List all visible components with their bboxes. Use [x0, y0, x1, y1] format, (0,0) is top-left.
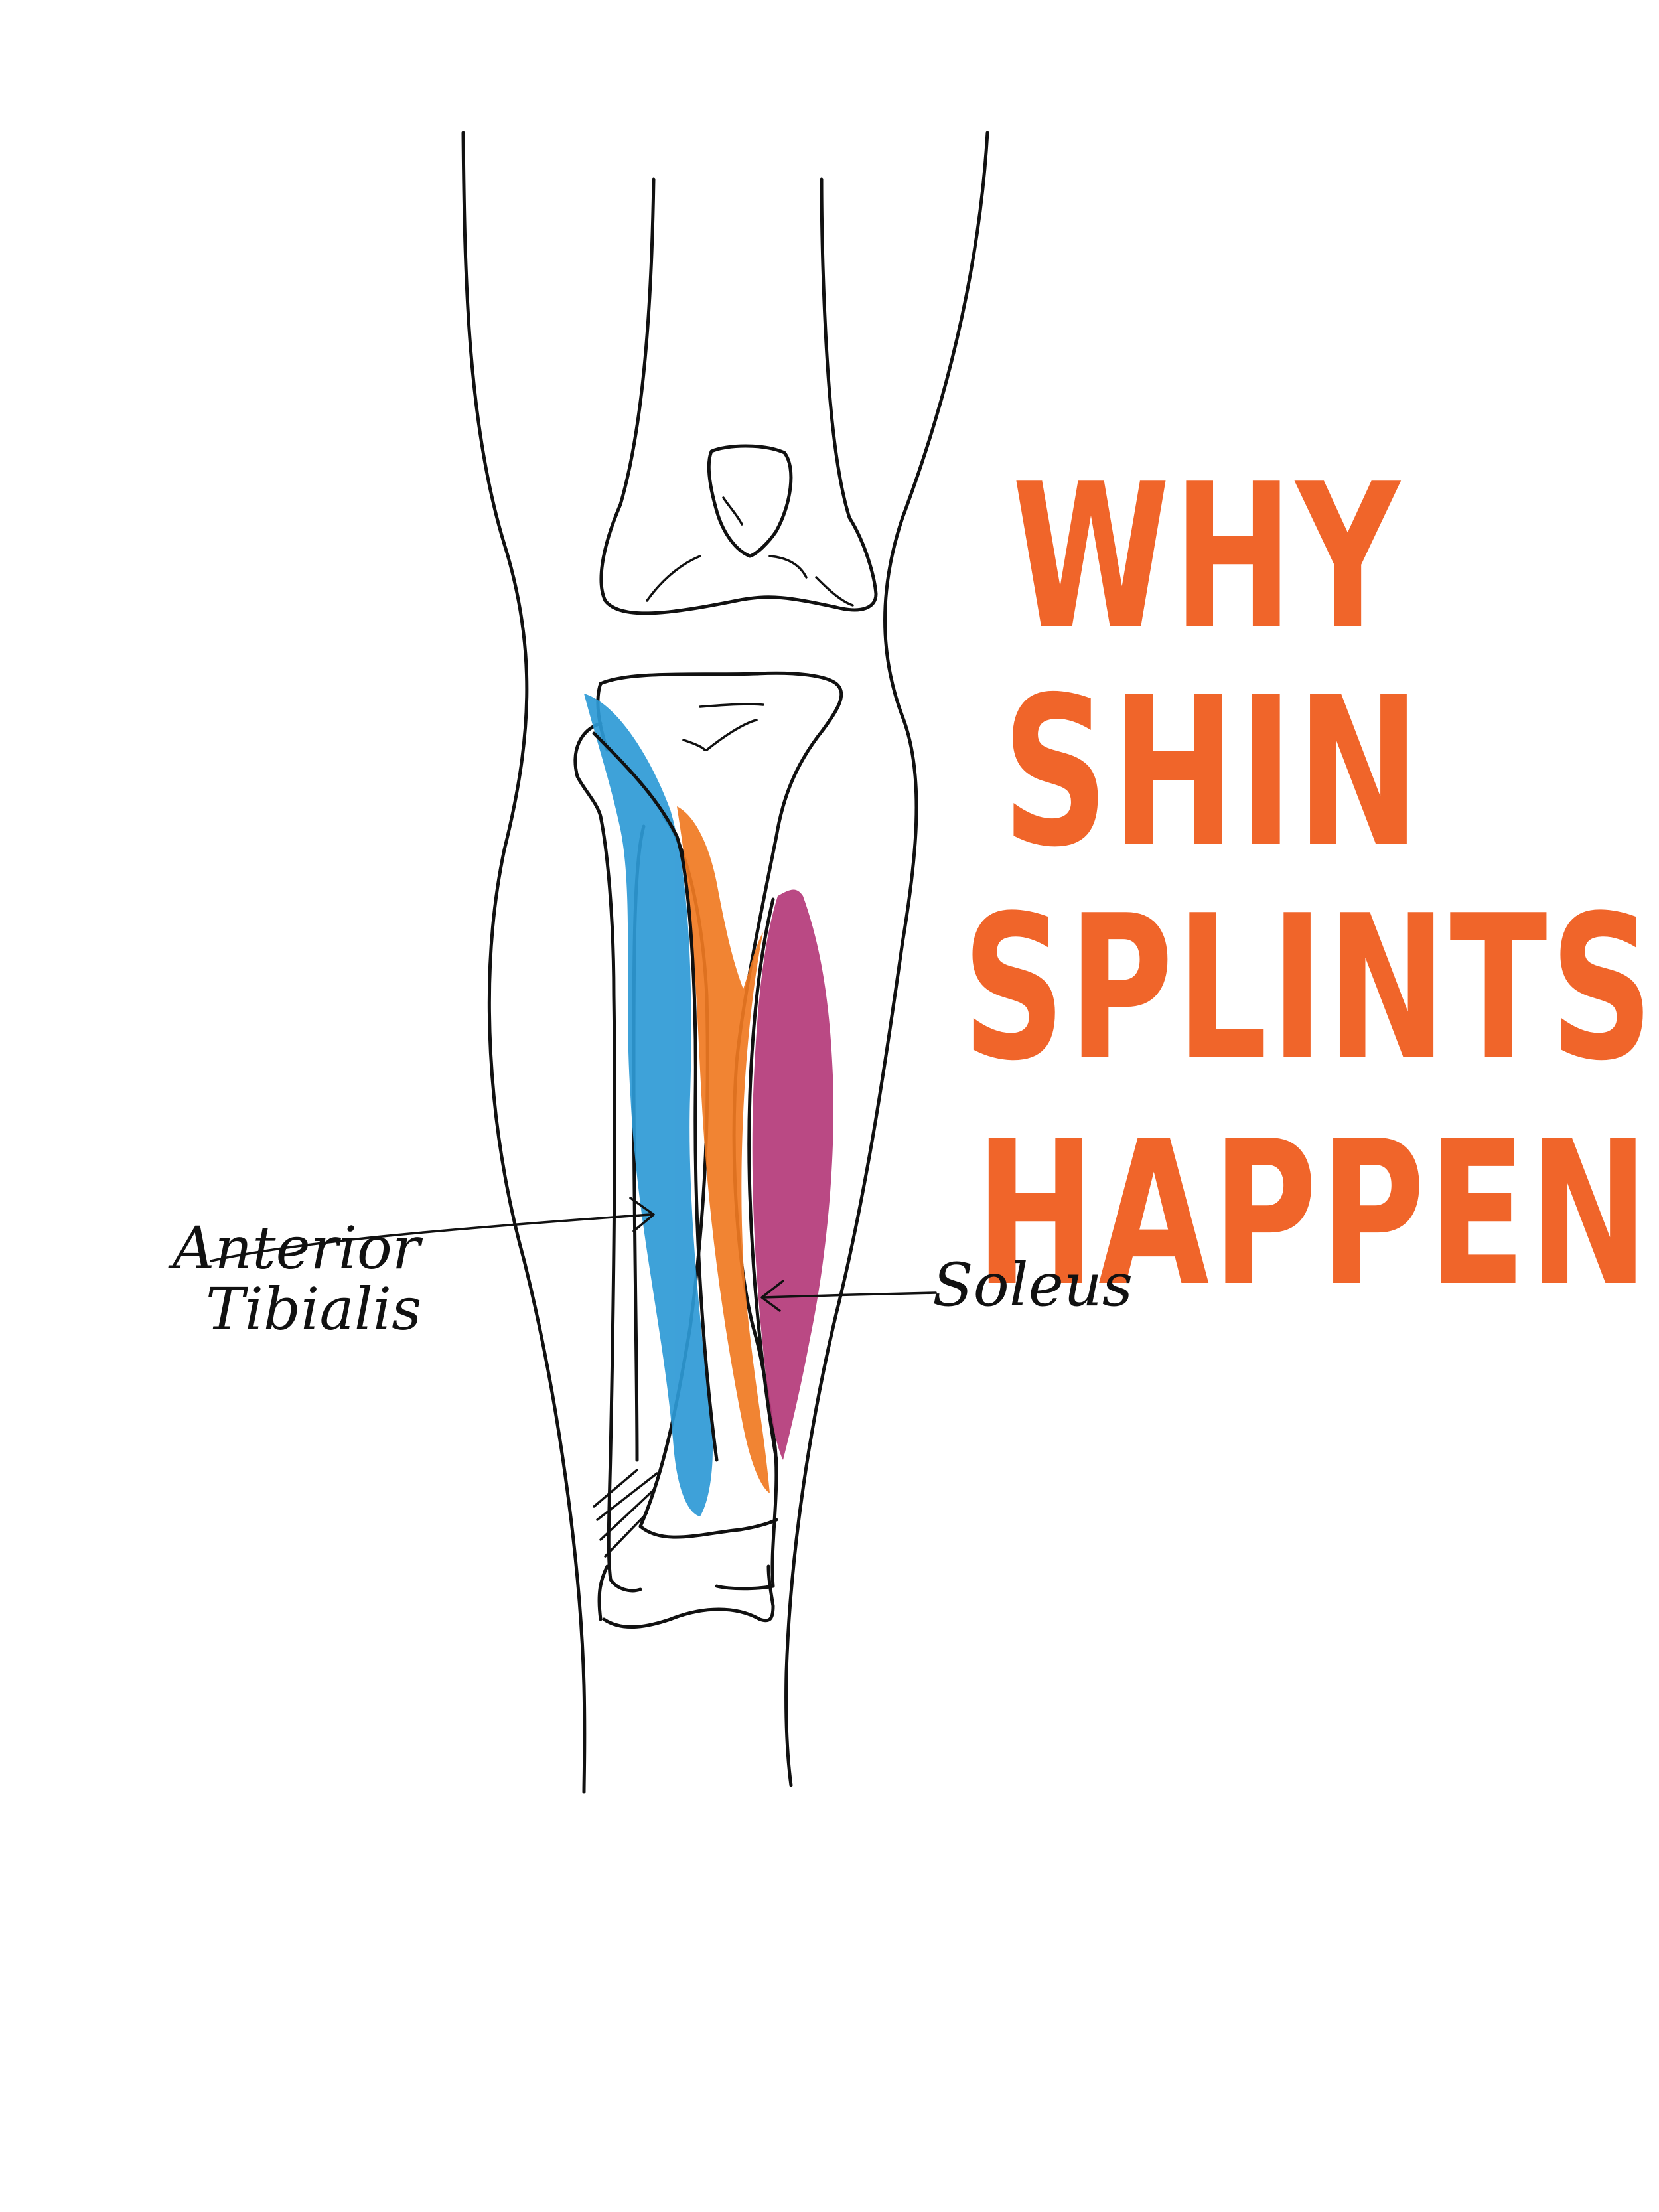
title-line-4: HAPPEN — [975, 1098, 1652, 1330]
muscles — [584, 694, 833, 1516]
label-anterior-tibialis: Anterior Tibialis — [173, 1214, 422, 1344]
title-line-2: SHIN — [1002, 653, 1423, 893]
label-soleus: Soleus — [932, 1250, 1133, 1320]
anterior-tibialis-muscle — [584, 694, 713, 1516]
title-line-3: SPLINTS — [962, 873, 1656, 1104]
arrow-to-anterior-tibialis — [210, 1197, 655, 1262]
femur-bone — [599, 177, 878, 615]
extensor-muscle — [677, 806, 770, 1493]
label-arrows — [210, 1197, 937, 1312]
label-tibialis: Tibialis — [206, 1275, 422, 1344]
label-anterior: Anterior — [173, 1214, 420, 1282]
title-line-1: WHY — [1012, 441, 1403, 673]
leg-outline — [461, 131, 989, 1794]
arrow-to-soleus — [760, 1280, 937, 1312]
soleus-muscle — [752, 889, 833, 1460]
ink-overlay — [592, 731, 778, 1462]
